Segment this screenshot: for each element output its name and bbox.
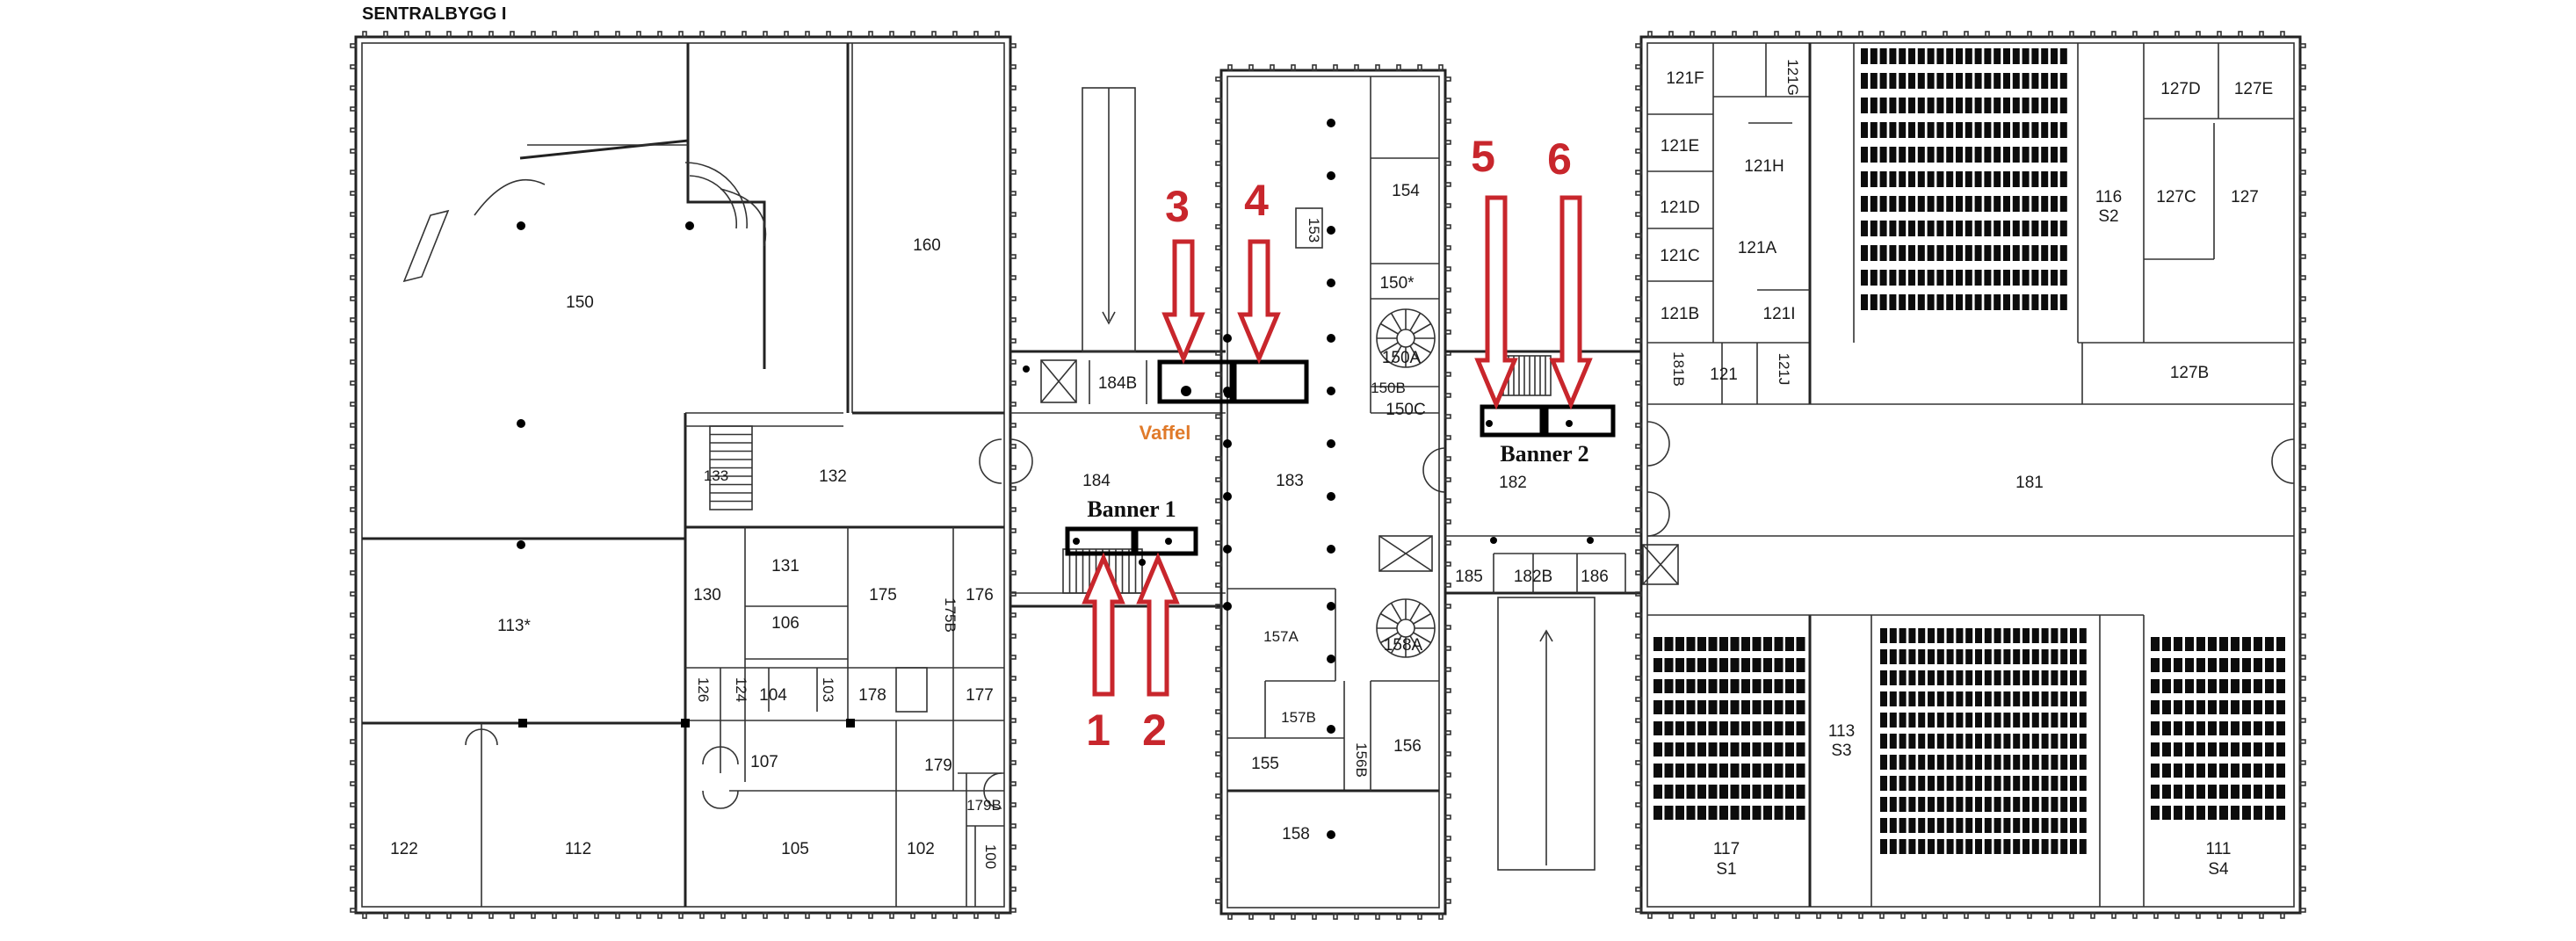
room-127e: 127E xyxy=(2234,80,2273,98)
east-wing: 121F 121G 121E 121H 121D 121C 121A 121B … xyxy=(1635,31,2306,919)
room-102: 102 xyxy=(907,840,935,858)
room-106: 106 xyxy=(771,614,800,633)
room-184: 184 xyxy=(1082,472,1111,490)
marker-arrow-5 xyxy=(1474,195,1518,410)
room-127b: 127B xyxy=(2170,364,2209,382)
banner-box-6 xyxy=(1544,404,1616,438)
room-178: 178 xyxy=(858,686,886,705)
room-186: 186 xyxy=(1581,568,1609,586)
room-157b: 157B xyxy=(1281,709,1316,726)
room-122: 122 xyxy=(390,840,418,858)
room-179: 179 xyxy=(924,756,952,775)
room-103: 103 xyxy=(820,677,836,702)
room-113-star: 113* xyxy=(497,617,531,635)
room-184b: 184B xyxy=(1098,374,1137,393)
room-121g: 121G xyxy=(1784,59,1801,96)
room-121b: 121B xyxy=(1661,305,1699,323)
room-112: 112 xyxy=(565,840,591,858)
room-176: 176 xyxy=(966,586,994,604)
marker-number-1: 1 xyxy=(1086,706,1111,755)
marker-arrow-2 xyxy=(1136,552,1180,697)
room-121: 121 xyxy=(1710,366,1738,384)
room-116: 116 xyxy=(2095,188,2122,206)
room-156: 156 xyxy=(1393,737,1422,756)
room-127: 127 xyxy=(2231,188,2259,206)
east-connector: 182 185 182B 186 xyxy=(1422,350,1641,871)
banner-1-label: Banner 1 xyxy=(1087,496,1176,522)
room-121d: 121D xyxy=(1660,199,1699,217)
marker-arrow-4 xyxy=(1237,239,1281,365)
room-158a: 158A xyxy=(1384,636,1423,655)
room-158: 158 xyxy=(1282,825,1310,843)
room-175: 175 xyxy=(869,586,897,604)
room-132: 132 xyxy=(819,467,847,486)
room-179b: 179B xyxy=(966,797,1002,814)
room-111: 111 xyxy=(2206,840,2232,858)
marker-number-2: 2 xyxy=(1142,706,1167,755)
banner-positions: Banner 1 Banner 2 xyxy=(1065,359,1616,556)
room-121c: 121C xyxy=(1660,247,1699,265)
room-183: 183 xyxy=(1276,472,1304,490)
room-121a: 121A xyxy=(1738,239,1777,257)
banner-box-2 xyxy=(1133,526,1198,556)
room-150: 150 xyxy=(566,293,594,312)
room-153: 153 xyxy=(1306,218,1322,242)
west-wing: 150 160 113* 122 112 133 132 130 131 106… xyxy=(350,31,1017,919)
room-121f: 121F xyxy=(1666,69,1704,88)
room-185: 185 xyxy=(1455,568,1483,586)
room-121h: 121H xyxy=(1744,157,1784,176)
room-117-s1: S1 xyxy=(1716,860,1736,879)
room-182: 182 xyxy=(1499,474,1527,492)
room-117: 117 xyxy=(1713,840,1740,858)
marker-arrow-3 xyxy=(1161,239,1205,365)
room-150-star: 150* xyxy=(1379,274,1415,293)
marker-number-6: 6 xyxy=(1547,134,1572,184)
room-181: 181 xyxy=(2015,474,2044,492)
marker-arrow-6 xyxy=(1549,195,1593,410)
room-100: 100 xyxy=(982,844,999,869)
room-150b: 150B xyxy=(1371,380,1406,396)
room-121e: 121E xyxy=(1661,137,1699,156)
room-126: 126 xyxy=(695,677,712,702)
marker-arrow-1 xyxy=(1082,552,1125,697)
markers: 1 2 3 4 5 6 xyxy=(1082,132,1593,755)
banner-box-1 xyxy=(1065,526,1136,556)
room-177: 177 xyxy=(966,686,994,705)
room-175b: 175B xyxy=(942,597,959,633)
room-131: 131 xyxy=(771,557,800,575)
marker-number-4: 4 xyxy=(1244,176,1269,225)
room-150a: 150A xyxy=(1382,349,1422,367)
room-121i: 121I xyxy=(1763,305,1796,323)
room-130: 130 xyxy=(693,586,721,604)
room-150c: 150C xyxy=(1386,401,1425,419)
banner-box-3 xyxy=(1157,359,1234,404)
room-113: 113 xyxy=(1828,722,1855,741)
building-title: SENTRALBYGG I xyxy=(362,4,506,24)
room-105: 105 xyxy=(781,840,809,858)
room-121j: 121J xyxy=(1776,353,1792,386)
room-160: 160 xyxy=(913,236,941,255)
banner-box-5 xyxy=(1480,404,1545,438)
room-156b: 156B xyxy=(1353,742,1370,778)
room-157a: 157A xyxy=(1263,628,1299,645)
room-104: 104 xyxy=(759,686,787,705)
banner-box-4 xyxy=(1232,359,1309,404)
room-113-s3: S3 xyxy=(1831,742,1851,760)
room-116-s2: S2 xyxy=(2098,207,2118,226)
room-111-s4: S4 xyxy=(2208,860,2229,879)
room-124: 124 xyxy=(733,677,749,702)
room-127d: 127D xyxy=(2160,80,2200,98)
room-107: 107 xyxy=(750,753,778,771)
room-155: 155 xyxy=(1251,755,1279,773)
room-127c: 127C xyxy=(2156,188,2196,206)
banner-2-label: Banner 2 xyxy=(1500,441,1588,467)
room-182b: 182B xyxy=(1514,568,1552,586)
room-181b: 181B xyxy=(1670,351,1687,387)
marker-number-3: 3 xyxy=(1165,182,1190,231)
room-154: 154 xyxy=(1392,182,1420,200)
room-133: 133 xyxy=(704,467,728,484)
vaffel-label: Vaffel xyxy=(1140,422,1191,444)
marker-number-5: 5 xyxy=(1471,132,1495,181)
